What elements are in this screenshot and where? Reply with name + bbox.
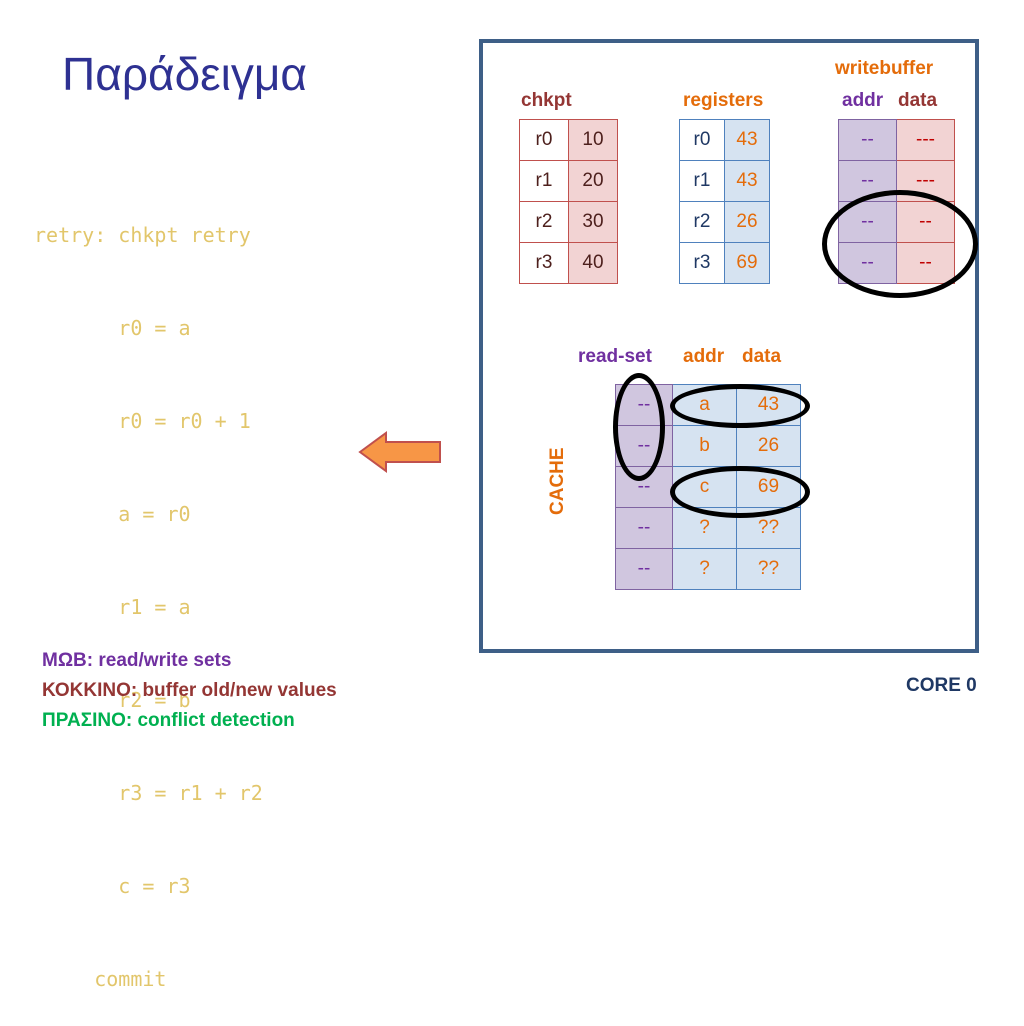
code-line: r0 = a [34, 316, 191, 340]
legend-purple: ΜΩΒ: read/write sets [42, 650, 232, 671]
readset-cell: -- [615, 507, 673, 549]
reg-value: 43 [724, 119, 770, 161]
code-line: a = r0 [34, 502, 191, 526]
reg-name: r2 [679, 201, 725, 243]
color-legend: ΜΩΒ: read/write sets ΚΟΚΚΙΝΟ: buffer old… [42, 646, 337, 736]
code-line: r0 = r0 + 1 [34, 409, 251, 433]
readset-highlight-ring [613, 373, 665, 481]
cache-label: CACHE [547, 447, 568, 515]
readset-cell: -- [615, 548, 673, 590]
reg-name: r0 [519, 119, 569, 161]
code-line: c = r3 [34, 874, 191, 898]
readset-cell: -- [615, 466, 673, 508]
readset-label: read-set [578, 346, 652, 367]
wb-data: --- [896, 119, 955, 161]
code-line: r1 = a [34, 595, 191, 619]
legend-red: ΚΟΚΚΙΝΟ: buffer old/new values [42, 680, 337, 701]
code-line: r2 = b [34, 688, 191, 712]
reg-name: r3 [519, 242, 569, 284]
code-line: commit [34, 967, 167, 991]
chkpt-label: chkpt [521, 90, 572, 111]
cache-row-c-highlight-ring [670, 466, 810, 518]
wb-addr: -- [838, 119, 897, 161]
cache-data: 26 [736, 425, 801, 467]
reg-value: 40 [568, 242, 618, 284]
table-row: ----- [838, 119, 955, 161]
reg-value: 43 [724, 160, 770, 202]
writebuffer-highlight-ring [822, 190, 978, 298]
reg-name: r0 [679, 119, 725, 161]
code-line: r3 = r1 + r2 [34, 781, 263, 805]
cache-addr: ? [672, 548, 737, 590]
code-line: retry: chkpt retry [34, 223, 251, 247]
reg-name: r2 [519, 201, 569, 243]
core-label: CORE 0 [906, 675, 977, 696]
reg-value: 10 [568, 119, 618, 161]
page-title: Παράδειγμα [62, 48, 308, 100]
cache-addr: b [672, 425, 737, 467]
reg-value: 20 [568, 160, 618, 202]
writebuffer-addr-label: addr [842, 90, 884, 111]
writebuffer-label: writebuffer [835, 58, 934, 79]
wb-addr: -- [838, 160, 897, 202]
registers-label: registers [683, 90, 764, 111]
reg-name: r1 [519, 160, 569, 202]
cache-data: ?? [736, 548, 801, 590]
code-listing: retry: chkpt retry r0 = a r0 = r0 + 1 a … [34, 158, 263, 1026]
reg-name: r3 [679, 242, 725, 284]
core-frame [479, 39, 979, 653]
reg-name: r1 [679, 160, 725, 202]
table-row: --??? [615, 548, 801, 590]
cache-row-a-highlight-ring [670, 384, 810, 428]
reg-value: 69 [724, 242, 770, 284]
legend-green: ΠΡΑΣΙΝΟ: conflict detection [42, 710, 295, 731]
reg-value: 30 [568, 201, 618, 243]
cache-addr-label: addr [683, 346, 725, 367]
left-arrow-icon [358, 431, 441, 473]
writebuffer-data-label: data [898, 90, 938, 111]
cache-data-label: data [742, 346, 782, 367]
reg-value: 26 [724, 201, 770, 243]
